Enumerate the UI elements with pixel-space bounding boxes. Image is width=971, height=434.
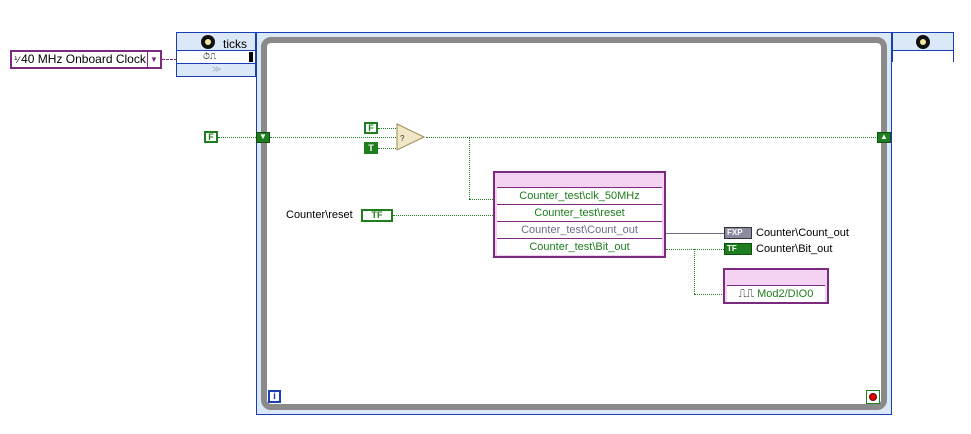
stop-condition[interactable] [866,390,880,404]
io-row-bit-out[interactable]: Counter_test\Bit_out [497,238,662,255]
dio-io-node[interactable]: ⎍⎍ Mod2/DIO0 [723,268,829,304]
wire [378,148,398,149]
clock-icon [916,35,930,49]
dio-row[interactable]: ⎍⎍ Mod2/DIO0 [727,285,825,302]
count-out-indicator[interactable]: FXP [724,227,752,239]
wire [666,233,724,234]
bit-out-label: Counter\Bit_out [756,243,833,255]
stop-icon [869,393,877,401]
ticks-label: ticks [223,37,247,51]
fixed-point-icon: ⅟ [14,55,20,65]
shift-register-left[interactable]: ▼ [256,132,270,143]
false-constant[interactable]: F [204,131,218,143]
shift-register-right[interactable]: ▲ [877,132,891,143]
wire [469,199,495,200]
timed-loop-output-node[interactable] [892,32,954,62]
false-constant-select[interactable]: F [364,122,378,134]
timer-icon: ⏱⎍ [203,51,217,61]
count-out-label: Counter\Count_out [756,227,849,239]
bit-out-indicator[interactable]: TF [724,243,752,255]
wire [666,249,724,250]
reset-control[interactable]: TF [361,209,393,222]
io-row-count-out[interactable]: Counter_test\Count_out [497,221,662,238]
wire [378,128,398,129]
wire [469,137,470,199]
wire [426,137,878,138]
source-terminal[interactable]: ⏱⎍ [177,50,255,64]
iteration-terminal: i [268,390,281,403]
io-row-reset[interactable]: Counter_test\reset [497,204,662,221]
clock-icon [201,35,215,49]
wire [393,215,495,216]
svg-text:?: ? [400,134,405,143]
clock-wire [162,59,177,60]
fpga-io-node[interactable]: Counter_test\clk_50MHz Counter_test\rese… [493,171,666,258]
terminal-marker [249,52,253,62]
expand-chevron-icon[interactable]: ≫ [212,64,222,74]
reset-control-label: Counter\reset [286,209,353,221]
clock-constant[interactable]: ⅟40 MHz Onboard Clock ▼ [10,50,162,69]
wire [270,137,398,138]
dropdown-arrow-icon[interactable]: ▼ [147,52,160,67]
select-icon[interactable]: ? [396,123,426,151]
true-constant-select[interactable]: T [364,142,378,154]
wire [694,294,724,295]
node-row [893,50,953,62]
digital-line-icon: ⎍⎍ [738,288,755,300]
io-row-clk[interactable]: Counter_test\clk_50MHz [497,187,662,204]
wire [694,249,695,294]
wire [218,137,258,138]
